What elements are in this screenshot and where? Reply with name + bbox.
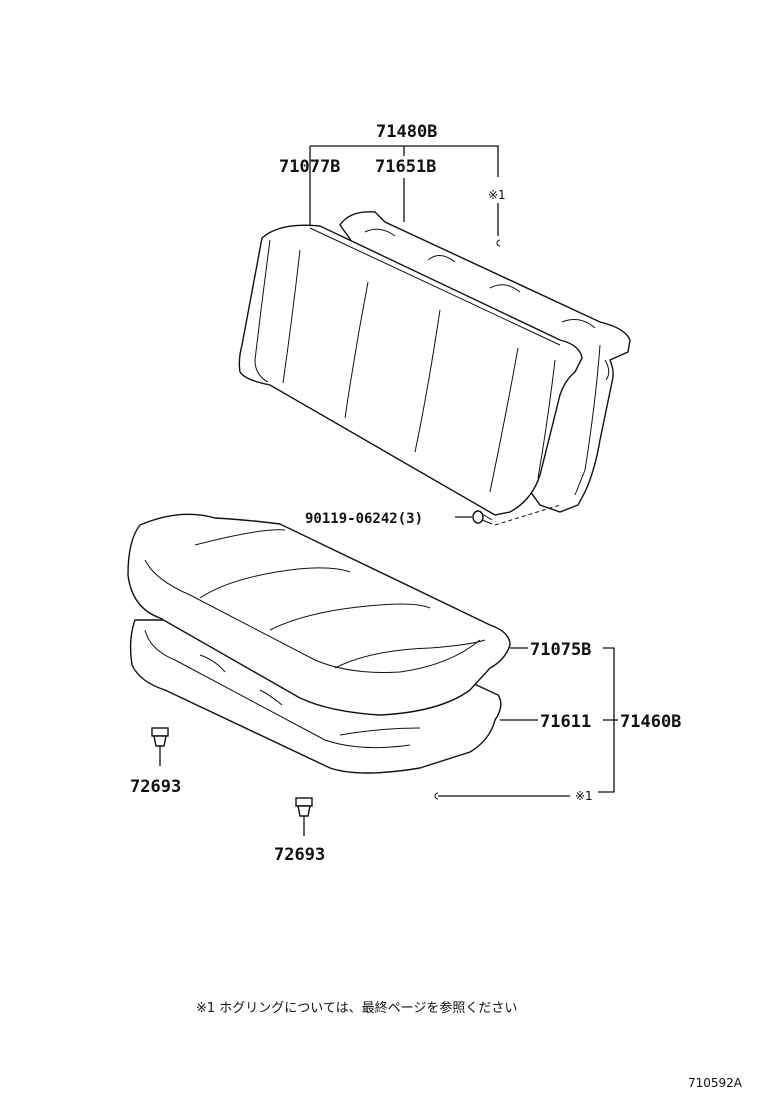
seat-back-assembly <box>238 211 631 516</box>
drawing-code: 710592A <box>688 1076 743 1090</box>
ref-mark-bottom: ※1 <box>575 789 593 803</box>
part-90119-06242: 90119-06242(3) <box>305 511 423 527</box>
part-71077b: 71077B <box>279 157 340 177</box>
part-72693-left: 72693 <box>130 777 181 797</box>
ref-mark-top: ※1 <box>488 188 506 202</box>
part-71075b: 71075B <box>530 640 591 660</box>
bolt-icon <box>472 510 493 525</box>
leader-lines-top <box>309 145 499 236</box>
seat-back-cover <box>238 224 583 516</box>
clip-icon <box>295 797 313 836</box>
seat-cushion-assembly <box>127 513 511 774</box>
part-71460b: 71460B <box>620 712 681 732</box>
leader-lines-right <box>438 647 618 797</box>
footnote: ※1 ホグリングについては、最終ページを参照ください <box>196 1000 517 1016</box>
seat-cushion-cover <box>127 513 511 716</box>
part-72693-right: 72693 <box>274 845 325 865</box>
part-71611: 71611 <box>540 712 591 732</box>
hog-ring-icon <box>496 239 501 247</box>
clip-icon <box>151 727 169 766</box>
part-71480b: 71480B <box>376 122 437 142</box>
part-71651b: 71651B <box>375 157 436 177</box>
hog-ring-icon <box>434 792 439 800</box>
